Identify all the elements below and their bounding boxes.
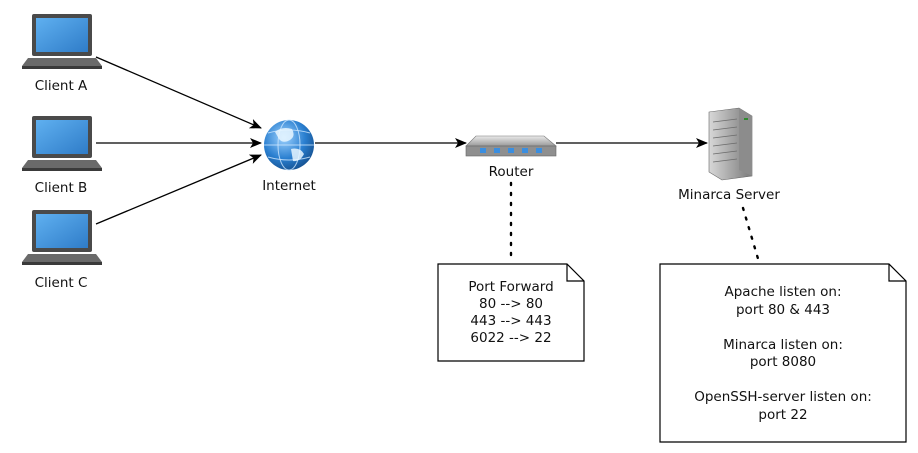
note-line: [660, 319, 906, 337]
note-line: port 80 & 443: [735, 301, 831, 318]
note-line: 80 --> 80: [479, 296, 543, 312]
server-icon: [708, 107, 753, 181]
laptop-icon: [22, 14, 102, 69]
note-line: 443 --> 443: [470, 313, 552, 329]
note-line: 6022 --> 22: [470, 330, 552, 346]
globe-icon: [264, 119, 314, 171]
note-line: Minarca listen on:: [723, 336, 843, 353]
edge-client-c-internet: [95, 154, 262, 225]
laptop-icon: [22, 116, 102, 171]
internet-label: Internet: [262, 178, 316, 194]
note-line: port 22: [758, 406, 808, 423]
edge-client-a-internet: [95, 56, 262, 129]
router-label: Router: [488, 164, 534, 180]
port-forward-note: Port Forward 80 --> 80 443 --> 443 6022 …: [438, 279, 584, 347]
note-line: OpenSSH-server listen on:: [694, 389, 872, 405]
dotted-link-server-note: [741, 206, 761, 264]
laptop-icon: [22, 210, 102, 265]
client-c-label: Client C: [34, 275, 88, 291]
server-note: [659, 263, 907, 443]
note-line: Apache listen on:: [724, 284, 842, 300]
note-line: Port Forward: [468, 279, 554, 295]
client-b-label: Client B: [34, 180, 88, 196]
router-icon: [465, 135, 557, 157]
note-line: [660, 372, 906, 390]
connections: [95, 56, 761, 264]
note-line: port 8080: [749, 354, 817, 370]
client-a-label: Client A: [34, 78, 88, 94]
router-note: [437, 263, 585, 362]
server-listen-note: Apache listen on: port 80 & 443 Minarca …: [660, 284, 906, 424]
server-label: Minarca Server: [678, 187, 780, 203]
